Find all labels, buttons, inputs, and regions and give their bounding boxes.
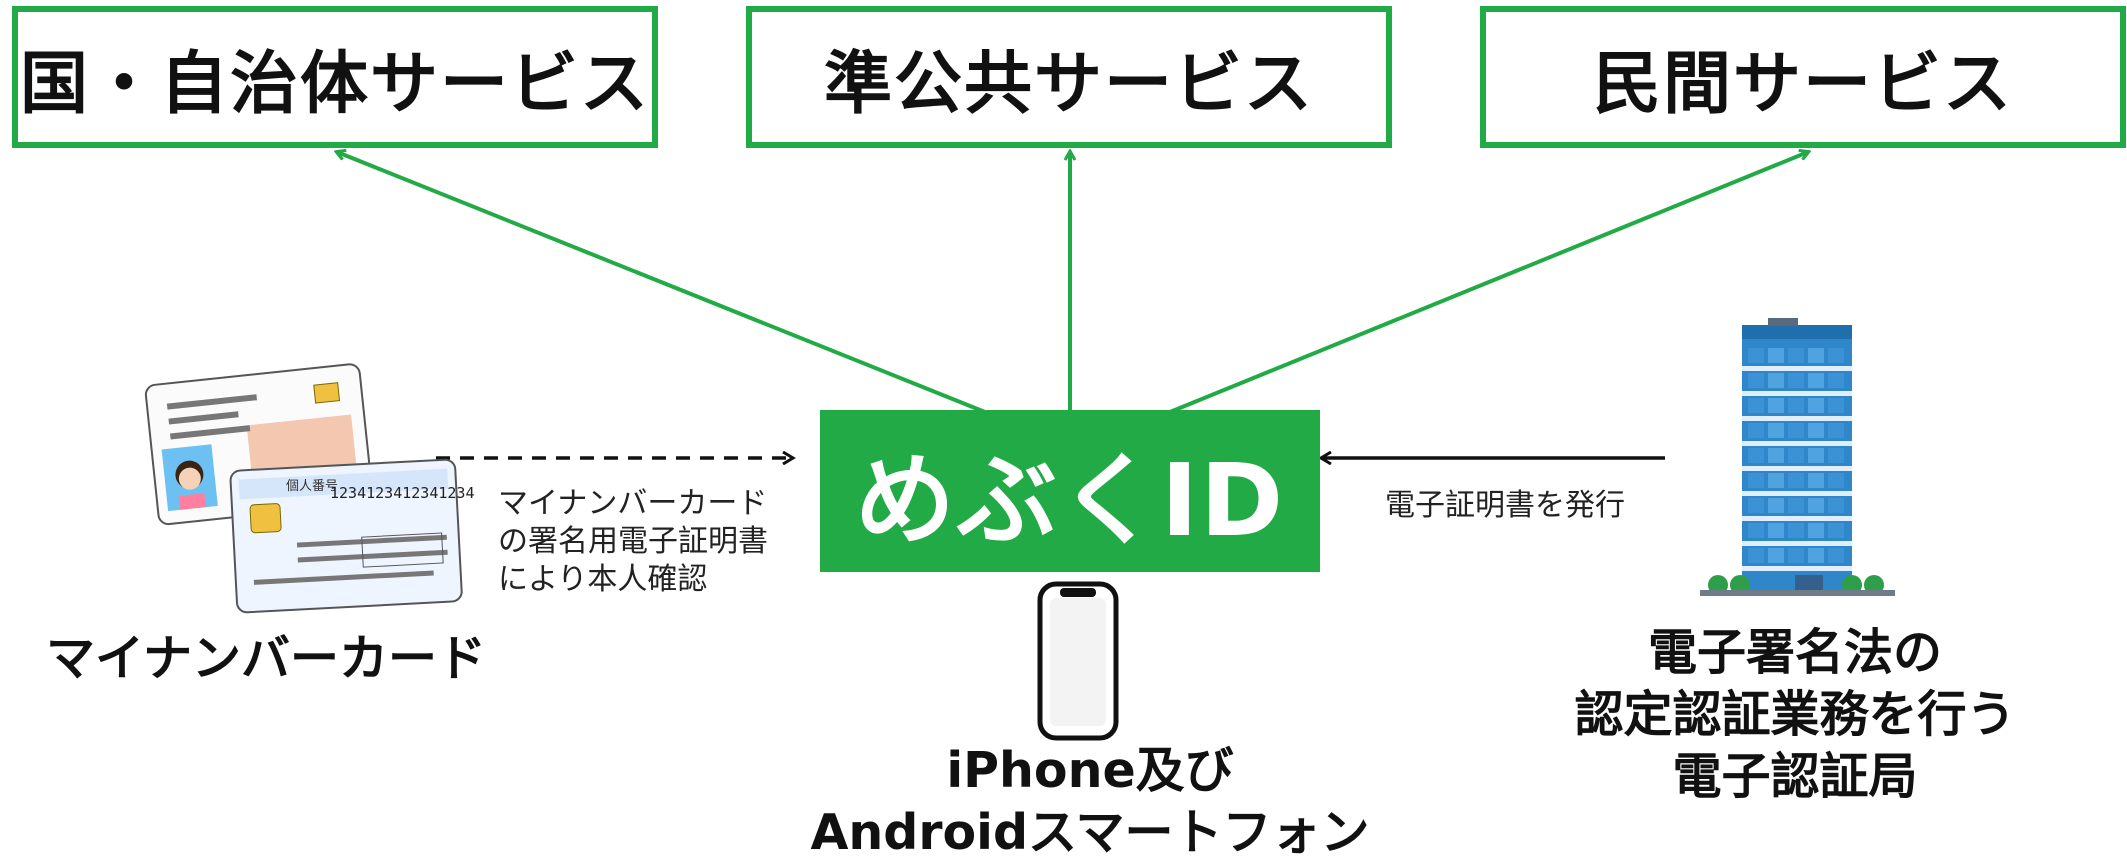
building-window xyxy=(1768,548,1784,563)
building-window xyxy=(1788,348,1804,363)
building-window xyxy=(1748,498,1764,513)
building-window xyxy=(1828,398,1844,413)
phone-label-line-1: iPhone及び xyxy=(946,742,1234,799)
building-window xyxy=(1808,473,1824,488)
building-window xyxy=(1828,423,1844,438)
phone-label: iPhone及び Androidスマートフォン xyxy=(780,740,1400,864)
building-window xyxy=(1828,348,1844,363)
building-window xyxy=(1748,473,1764,488)
building-window xyxy=(1788,498,1804,513)
building-window xyxy=(1768,373,1784,388)
building-window xyxy=(1808,373,1824,388)
building-window xyxy=(1828,448,1844,463)
building-window xyxy=(1768,498,1784,513)
building-window xyxy=(1768,348,1784,363)
card-number-text: 1234123412341234 xyxy=(330,484,475,502)
service-label-private: 民間サービス xyxy=(1592,44,2013,124)
building-window xyxy=(1828,373,1844,388)
arrow-to-private xyxy=(1169,152,1808,414)
authority-label-line-2: 認定認証業務を行う xyxy=(1574,686,2016,743)
building-window xyxy=(1828,523,1844,538)
mynumber-note: マイナンバーカード の署名用電子証明書 により本人確認 xyxy=(498,485,808,599)
authority-label-line-1: 電子署名法の xyxy=(1647,624,1942,681)
building-window xyxy=(1828,473,1844,488)
building-window xyxy=(1748,398,1764,413)
certificate-note: 電子証明書を発行 xyxy=(1385,487,1685,525)
certificate-note-text: 電子証明書を発行 xyxy=(1385,488,1625,523)
hub-label: めぶくID xyxy=(854,441,1286,559)
building-window xyxy=(1808,448,1824,463)
building-window xyxy=(1768,398,1784,413)
authority-label: 電子署名法の 認定認証業務を行う 電子認証局 xyxy=(1520,622,2070,808)
building-window xyxy=(1808,548,1824,563)
building-window xyxy=(1788,448,1804,463)
authority-label-line-3: 電子認証局 xyxy=(1672,748,1918,805)
mynumber-note-line-3: により本人確認 xyxy=(498,562,708,597)
building-window xyxy=(1768,523,1784,538)
building-window xyxy=(1748,373,1764,388)
building-window xyxy=(1748,523,1764,538)
building-window xyxy=(1788,473,1804,488)
building-floors xyxy=(1742,348,1852,571)
service-label-semi-public: 準公共サービス xyxy=(823,44,1314,124)
mynumber-title: マイナンバーカード xyxy=(46,628,566,690)
building-window xyxy=(1748,548,1764,563)
service-box-private: 民間サービス xyxy=(1480,6,2126,148)
building-window xyxy=(1768,423,1784,438)
service-box-semi-public: 準公共サービス xyxy=(746,6,1392,148)
building-window xyxy=(1768,448,1784,463)
service-box-government: 国・自治体サービス xyxy=(12,6,658,148)
mebuku-id-hub: めぶくID xyxy=(820,410,1320,572)
building-window xyxy=(1748,448,1764,463)
building-window xyxy=(1828,498,1844,513)
building-window xyxy=(1788,398,1804,413)
building-window xyxy=(1808,498,1824,513)
building-window xyxy=(1788,548,1804,563)
mynumber-note-line-2: の署名用電子証明書 xyxy=(498,524,768,559)
building-window xyxy=(1788,523,1804,538)
building-window xyxy=(1808,423,1824,438)
building-window xyxy=(1828,548,1844,563)
building-window xyxy=(1788,373,1804,388)
building-window xyxy=(1768,473,1784,488)
building-window xyxy=(1748,348,1764,363)
building-window xyxy=(1808,523,1824,538)
building-window xyxy=(1808,348,1824,363)
card-header-text: 個人番号 xyxy=(286,479,338,494)
phone-label-line-2: Androidスマートフォン xyxy=(810,804,1370,861)
building-window xyxy=(1748,423,1764,438)
mynumber-note-line-1: マイナンバーカード xyxy=(498,486,768,521)
mynumber-title-text: マイナンバーカード xyxy=(46,630,487,687)
building-window xyxy=(1808,398,1824,413)
building-window xyxy=(1788,423,1804,438)
service-label-government: 国・自治体サービス xyxy=(19,44,650,124)
arrow-to-government xyxy=(337,152,986,414)
